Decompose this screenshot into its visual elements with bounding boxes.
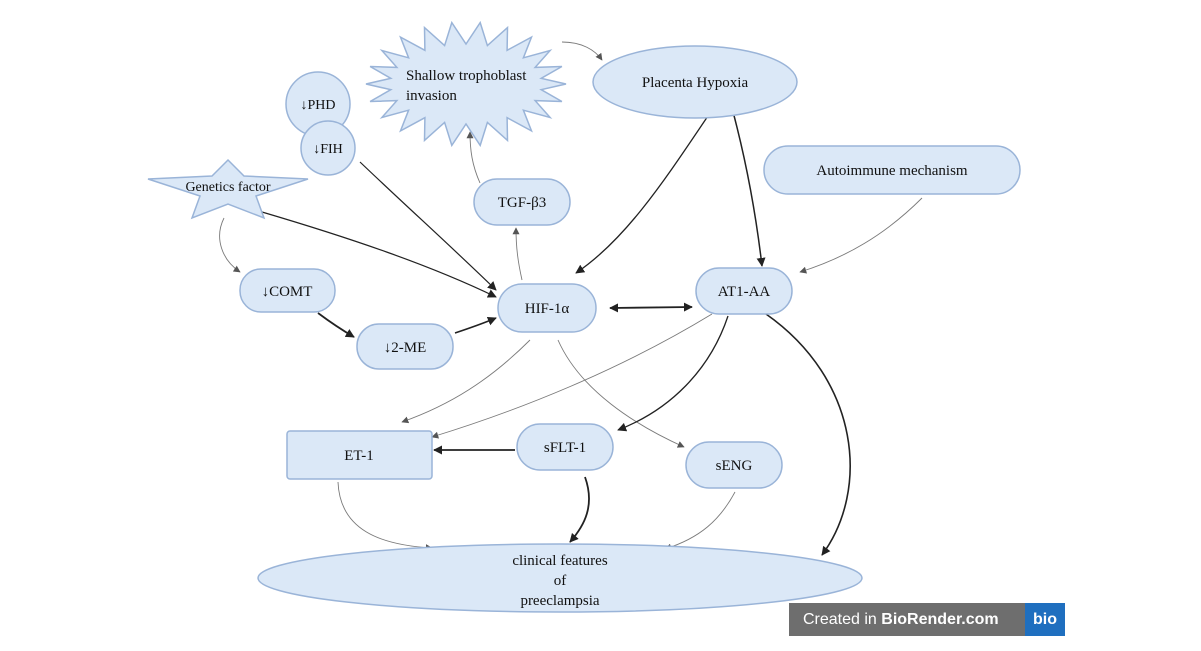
placenta-label: Placenta Hypoxia — [642, 75, 749, 91]
et1-label: ET-1 — [344, 448, 373, 464]
node-et-1: ET-1 — [286, 430, 433, 480]
clinical-label-line2: of — [554, 573, 567, 589]
biorender-badge[interactable]: Created in BioRender.com bio — [789, 603, 1065, 636]
edge-sflt-to-clinical — [569, 476, 590, 543]
genetics-label: Genetics factor — [185, 180, 270, 195]
phd-label: ↓PHD — [300, 98, 335, 113]
edge-seng-to-clinical — [664, 491, 736, 551]
edges — [219, 41, 923, 556]
edge-fih-to-hif — [359, 161, 497, 291]
edge-placenta-to-hif — [575, 109, 713, 274]
node-at1-aa: AT1-AA — [695, 267, 793, 315]
2me-label: ↓2-ME — [384, 340, 427, 356]
node-hif-1a: HIF-1α — [497, 283, 597, 333]
badge-text: Created in BioRender.com — [789, 603, 1025, 636]
edge-genetics-to-hif — [261, 211, 497, 298]
node-tgf-b3: TGF-β3 — [473, 178, 571, 226]
edge-at1-to-et1 — [431, 313, 713, 439]
autoimmune-label: Autoimmune mechanism — [816, 163, 968, 179]
node-clinical-features: clinical features of preeclampsia — [257, 543, 863, 613]
edge-et1-to-clinical — [337, 481, 433, 552]
clinical-label-line3: preeclampsia — [520, 593, 599, 609]
badge-prefix: Created in — [803, 611, 882, 628]
edge-hif-to-seng — [557, 339, 685, 448]
node-autoimmune: Autoimmune mechanism — [763, 145, 1021, 195]
edge-hif-at1-bidirectional — [609, 302, 693, 313]
tgf-label: TGF-β3 — [498, 195, 546, 211]
at1-label: AT1-AA — [718, 284, 771, 300]
seng-label: sENG — [716, 458, 753, 474]
starburst-shape — [365, 20, 567, 148]
node-seng: sENG — [685, 441, 783, 489]
hif-label: HIF-1α — [525, 301, 570, 317]
clinical-label-line1: clinical features — [512, 553, 608, 569]
fih-label: ↓FIH — [313, 142, 343, 157]
edge-comt-to-2me — [317, 312, 355, 338]
edge-2me-to-hif — [454, 316, 497, 334]
edge-autoimmune-to-at1 — [799, 197, 923, 274]
edge-genetics-to-comt — [219, 217, 241, 273]
edge-shallow-to-placenta — [561, 41, 603, 61]
shallow-label-line1: Shallow trophoblast — [406, 68, 527, 84]
shallow-label-line2: invasion — [406, 88, 457, 104]
node-2-me: ↓2-ME — [356, 323, 454, 370]
node-fih: ↓FIH — [300, 120, 356, 176]
badge-brand: BioRender.com — [881, 611, 999, 628]
edge-hif-to-et1 — [401, 339, 531, 424]
edge-placenta-to-at1 — [731, 107, 766, 267]
node-comt: ↓COMT — [239, 268, 336, 313]
edge-hif-to-tgf — [512, 227, 523, 281]
edge-tgf-to-shallow — [466, 131, 481, 184]
node-sflt-1: sFLT-1 — [516, 423, 614, 471]
edge-at1-to-clinical — [765, 313, 851, 556]
comt-label: ↓COMT — [262, 284, 313, 300]
node-genetics-factor: Genetics factor — [147, 158, 309, 220]
node-placenta-hypoxia: Placenta Hypoxia — [592, 45, 798, 119]
biorender-logo-icon: bio — [1025, 603, 1065, 636]
node-shallow-trophoblast: Shallow trophoblast invasion — [365, 20, 567, 148]
sflt-label: sFLT-1 — [544, 440, 586, 456]
node-phd: ↓PHD — [285, 71, 351, 137]
edge-at1-to-sflt — [617, 315, 729, 432]
